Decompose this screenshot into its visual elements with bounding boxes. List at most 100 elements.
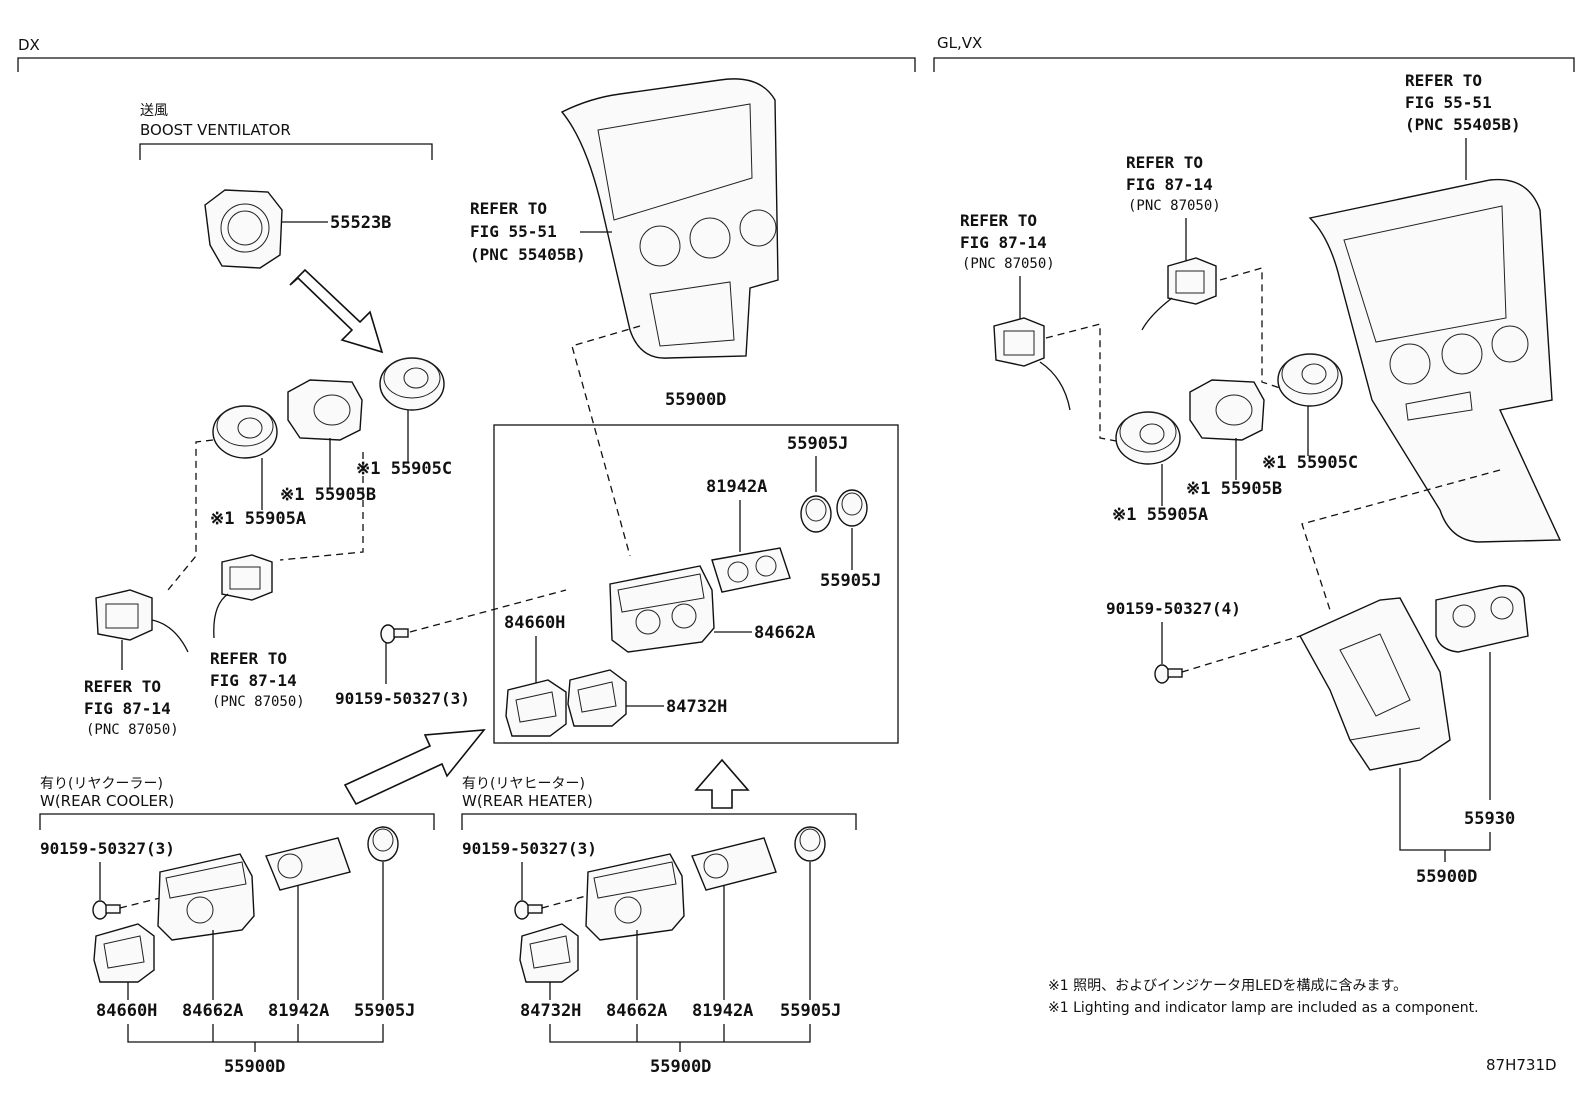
bracket-assembly-glvx: [1299, 597, 1451, 771]
label-55905b-dx: ※1 55905B: [280, 485, 376, 505]
section-glvx-bracket: [933, 57, 1575, 72]
bolt-rear-cooler: [92, 900, 121, 920]
label-55900d-rear-cooler: 55900D: [224, 1057, 285, 1077]
control-unit-55930: [1435, 585, 1529, 653]
fig-55-51-label-glvx: FIG 55-51: [1405, 93, 1492, 112]
direction-arrow-rear-heater: [694, 758, 750, 809]
blower-switch-55523b: [204, 189, 283, 269]
heater-control-84662a-rear-cooler: [157, 853, 255, 941]
refer-to-label-glvx-a: REFER TO: [1126, 153, 1203, 172]
switch-84660h-rear-cooler: [93, 923, 155, 983]
connector-87050-glvx-b: [993, 317, 1071, 411]
label-55900d-box: 55900D: [665, 390, 726, 410]
label-55900d-rear-heater: 55900D: [650, 1057, 711, 1077]
refer-to-label-dx-panel: REFER TO: [470, 199, 547, 218]
section-dx-bracket: [17, 57, 916, 72]
label-bolt-glvx: 90159-50327(4): [1106, 599, 1241, 618]
pnc-87050-label-dx-a: (PNC 87050): [86, 722, 179, 738]
direction-arrow-rear-cooler: [343, 729, 486, 806]
pnc-55405b-label-glvx: (PNC 55405B): [1405, 115, 1521, 134]
label-55905j-top: 55905J: [787, 434, 848, 454]
label-81942a-rear-heater: 81942A: [692, 1001, 753, 1021]
lamp-55905j-rear-cooler: [367, 826, 399, 862]
fig-87-14-label-glvx-b: FIG 87-14: [960, 233, 1047, 252]
refer-to-label-dx-a: REFER TO: [84, 677, 161, 696]
label-55905c-glvx: ※1 55905C: [1262, 453, 1358, 473]
label-84732h-box: 84732H: [666, 697, 727, 717]
switch-84732h-box: [567, 669, 627, 727]
lamp-55905j-b: [836, 489, 868, 527]
refer-to-label-dx-b: REFER TO: [210, 649, 287, 668]
knob-55905b-dx: [287, 379, 363, 441]
fig-55-51-label-dx: FIG 55-51: [470, 222, 557, 241]
label-84662a-box: 84662A: [754, 623, 815, 643]
label-84662a-rear-cooler: 84662A: [182, 1001, 243, 1021]
refer-to-label-glvx-panel: REFER TO: [1405, 71, 1482, 90]
center-panel-glvx: [1308, 178, 1562, 543]
knob-55905a-dx: [212, 405, 278, 459]
note-en: ※1 Lighting and indicator lamp are inclu…: [1048, 1000, 1479, 1016]
fig-87-14-label-dx-a: FIG 87-14: [84, 699, 171, 718]
label-81942a-rear-cooler: 81942A: [268, 1001, 329, 1021]
heater-control-84662a-box: [609, 565, 715, 653]
pnc-87050-label-dx-b: (PNC 87050): [212, 694, 305, 710]
fig-87-14-label-glvx-a: FIG 87-14: [1126, 175, 1213, 194]
center-panel-dx: [560, 78, 779, 359]
label-84660h-rear-cooler: 84660H: [96, 1001, 157, 1021]
label-84662a-rear-heater: 84662A: [606, 1001, 667, 1021]
label-bolt-dx: 90159-50327(3): [335, 689, 470, 708]
knob-55905b-glvx: [1189, 379, 1265, 441]
lamp-55905j-rear-heater: [794, 826, 826, 862]
heater-control-84662a-rear-heater: [585, 853, 685, 941]
label-bolt-rear-heater: 90159-50327(3): [462, 839, 597, 858]
rear-cooler-label: W(REAR COOLER): [40, 792, 174, 810]
connector-87050-glvx-a: [1141, 257, 1217, 331]
switch-84660h-box: [505, 679, 567, 737]
connector-87050-dx-a: [95, 589, 189, 653]
bezel-81942a-box: [711, 547, 791, 593]
lamp-55905j-a: [800, 495, 832, 533]
label-bolt-rear-cooler: 90159-50327(3): [40, 839, 175, 858]
knob-55905c-glvx: [1277, 353, 1343, 407]
switch-84732h-rear-heater: [519, 923, 579, 983]
section-dx-label: DX: [18, 36, 40, 54]
label-55905j-right: 55905J: [820, 571, 881, 591]
rear-heater-label: W(REAR HEATER): [462, 792, 593, 810]
bolt-rear-heater: [514, 900, 543, 920]
label-55905b-glvx: ※1 55905B: [1186, 479, 1282, 499]
label-81942a-box: 81942A: [706, 477, 767, 497]
rear-cooler-bracket: [39, 813, 435, 830]
pnc-87050-label-glvx-a: (PNC 87050): [1128, 198, 1221, 214]
pnc-87050-label-glvx-b: (PNC 87050): [962, 256, 1055, 272]
label-55905a-glvx: ※1 55905A: [1112, 505, 1208, 525]
figure-id: 87H731D: [1486, 1056, 1557, 1074]
note-jp: ※1 照明、およびインジケータ用LEDを構成に含みます。: [1048, 978, 1407, 994]
section-glvx-label: GL,VX: [937, 34, 982, 52]
label-55905c-dx: ※1 55905C: [356, 459, 452, 479]
label-55905j-rear-heater: 55905J: [780, 1001, 841, 1021]
fig-87-14-label-dx-b: FIG 87-14: [210, 671, 297, 690]
bezel-81942a-rear-heater: [691, 837, 777, 891]
refer-to-label-glvx-b: REFER TO: [960, 211, 1037, 230]
bolt-glvx: [1154, 664, 1183, 684]
label-55900d-glvx: 55900D: [1416, 867, 1477, 887]
bezel-81942a-rear-cooler: [265, 837, 351, 891]
label-55523b: 55523B: [330, 213, 391, 233]
boost-ventilator-jp-label: 送風: [140, 103, 168, 119]
bolt-dx: [380, 624, 409, 644]
pnc-55405b-label-dx: (PNC 55405B): [470, 245, 586, 264]
label-55905j-rear-cooler: 55905J: [354, 1001, 415, 1021]
connector-87050-dx-b: [213, 554, 273, 639]
label-55930: 55930: [1464, 809, 1515, 829]
label-84732h-rear-heater: 84732H: [520, 1001, 581, 1021]
direction-arrow-boost: [289, 268, 384, 354]
knob-55905c-dx: [379, 357, 445, 411]
rear-heater-bracket: [461, 813, 857, 830]
label-84660h-box: 84660H: [504, 613, 565, 633]
rear-heater-jp-label: 有り(リヤヒーター): [462, 776, 585, 792]
boost-ventilator-label: BOOST VENTILATOR: [140, 121, 291, 139]
knob-55905a-glvx: [1115, 411, 1181, 465]
assembly-box-55900d: [493, 424, 899, 744]
